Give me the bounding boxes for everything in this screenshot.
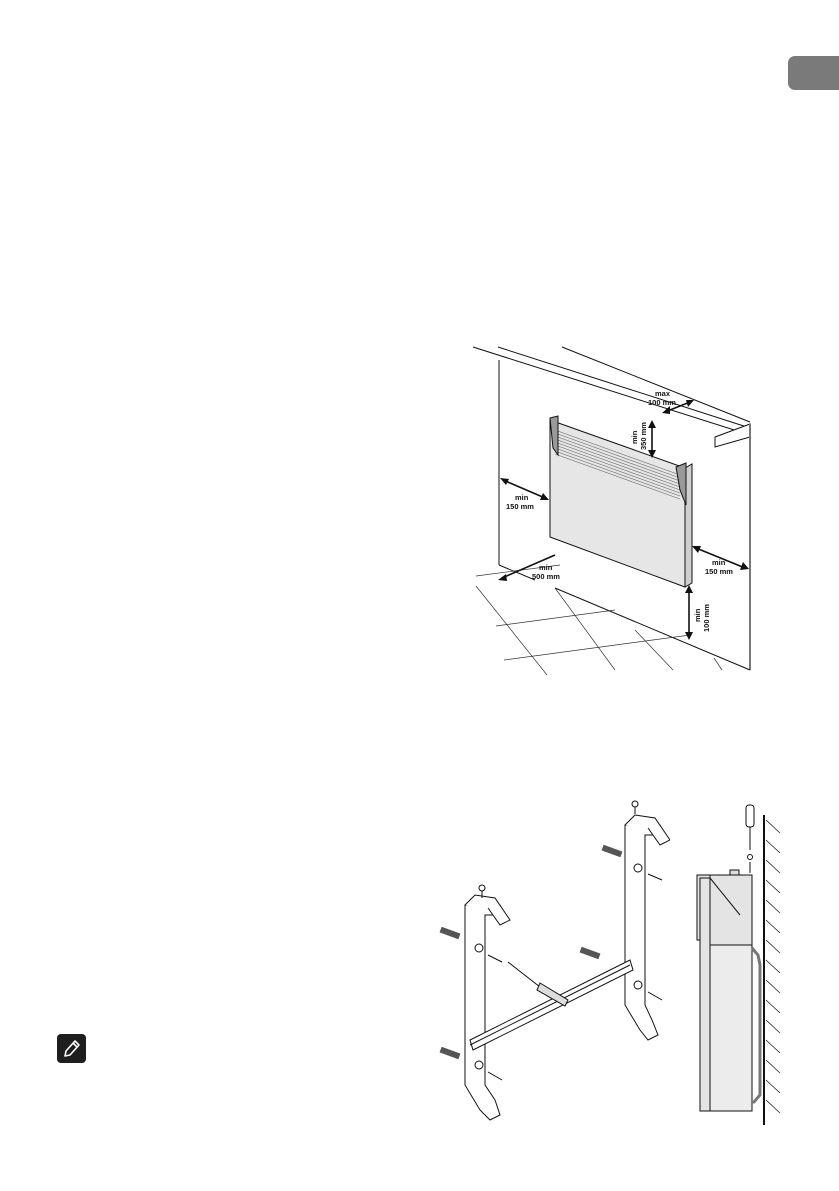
label-front-line2: 500 mm: [532, 572, 560, 581]
label-left-line2: 150 mm: [506, 502, 534, 511]
label-front-line1: min: [539, 563, 553, 572]
label-floor-line2: 100 mm: [702, 604, 711, 632]
label-right-line2: 150 mm: [705, 567, 733, 576]
pencil-icon: [64, 1040, 80, 1057]
label-top-line1: min: [630, 430, 639, 444]
label-left-line1: min: [515, 493, 529, 502]
section-tab: [788, 56, 839, 90]
mounting-bracket-diagram: [430, 790, 670, 1130]
label-ceiling-line2: 100 mm: [648, 398, 676, 407]
note-icon: [57, 1034, 86, 1063]
label-ceiling-line1: max: [655, 389, 671, 398]
side-profile-diagram: [690, 795, 790, 1135]
label-floor-line1: min: [693, 608, 702, 622]
clearance-diagram: max 100 mm min 350 mm min 150 mm min 150…: [440, 340, 760, 675]
label-right-line1: min: [712, 558, 726, 567]
label-top-line2: 350 mm: [639, 422, 648, 450]
